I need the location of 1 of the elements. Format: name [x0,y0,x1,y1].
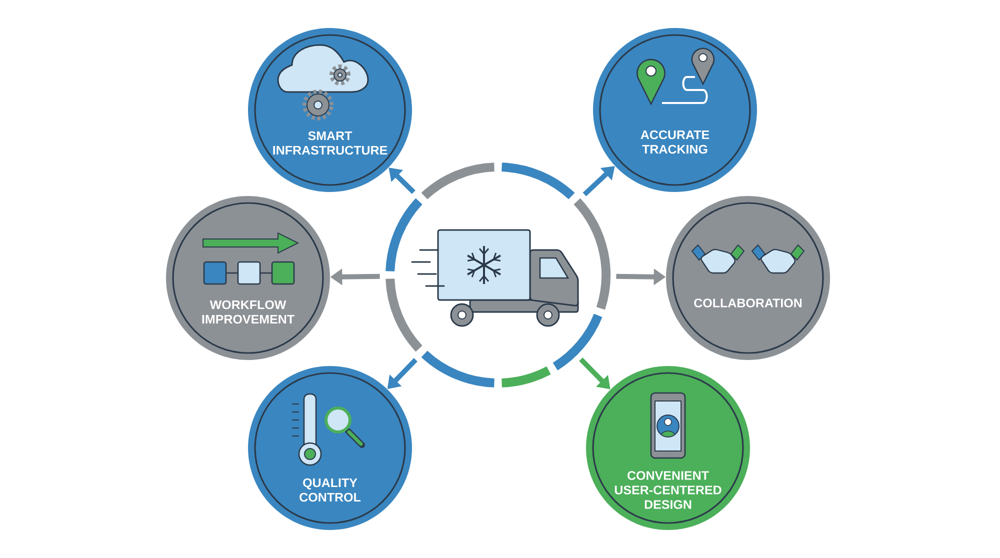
segmented-ring [386,162,610,388]
